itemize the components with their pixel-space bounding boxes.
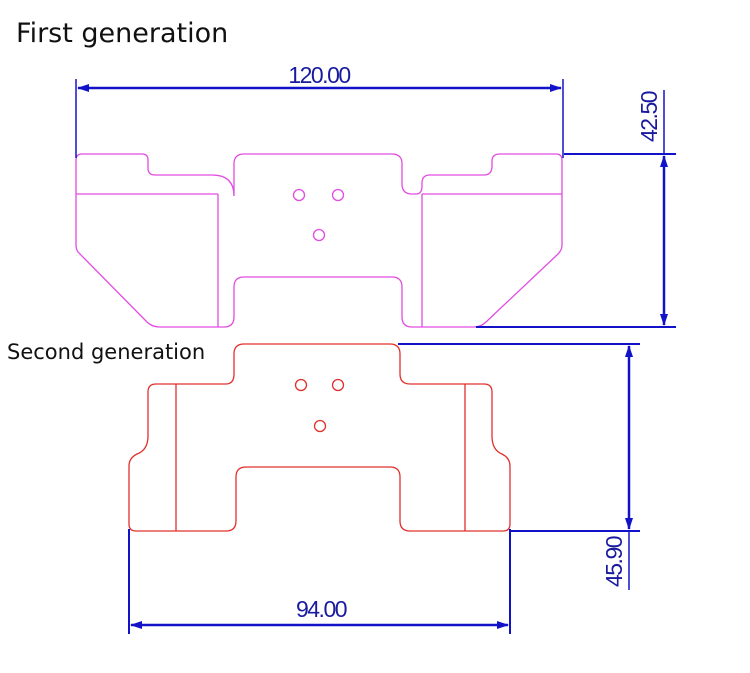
second-part-hole [313,419,327,433]
first-generation-part [75,153,563,328]
second-width-value: 94.00 [296,596,347,622]
first-width-value: 120.00 [288,62,350,88]
second-part-outline [128,343,511,532]
second-part-hole [294,378,308,392]
first-generation-title: First generation [16,18,229,49]
second-height-value: 45.90 [601,536,627,587]
second-part-hole [331,378,345,392]
first-part-hole [331,188,345,202]
first-part-hole [292,188,306,202]
first-height-value: 42.50 [636,91,662,142]
second-generation-part [128,343,511,532]
first-part-outline [75,153,563,328]
dimension-annotations [75,79,676,634]
first-part-hole [312,228,326,242]
second-generation-title: Second generation [7,340,206,364]
